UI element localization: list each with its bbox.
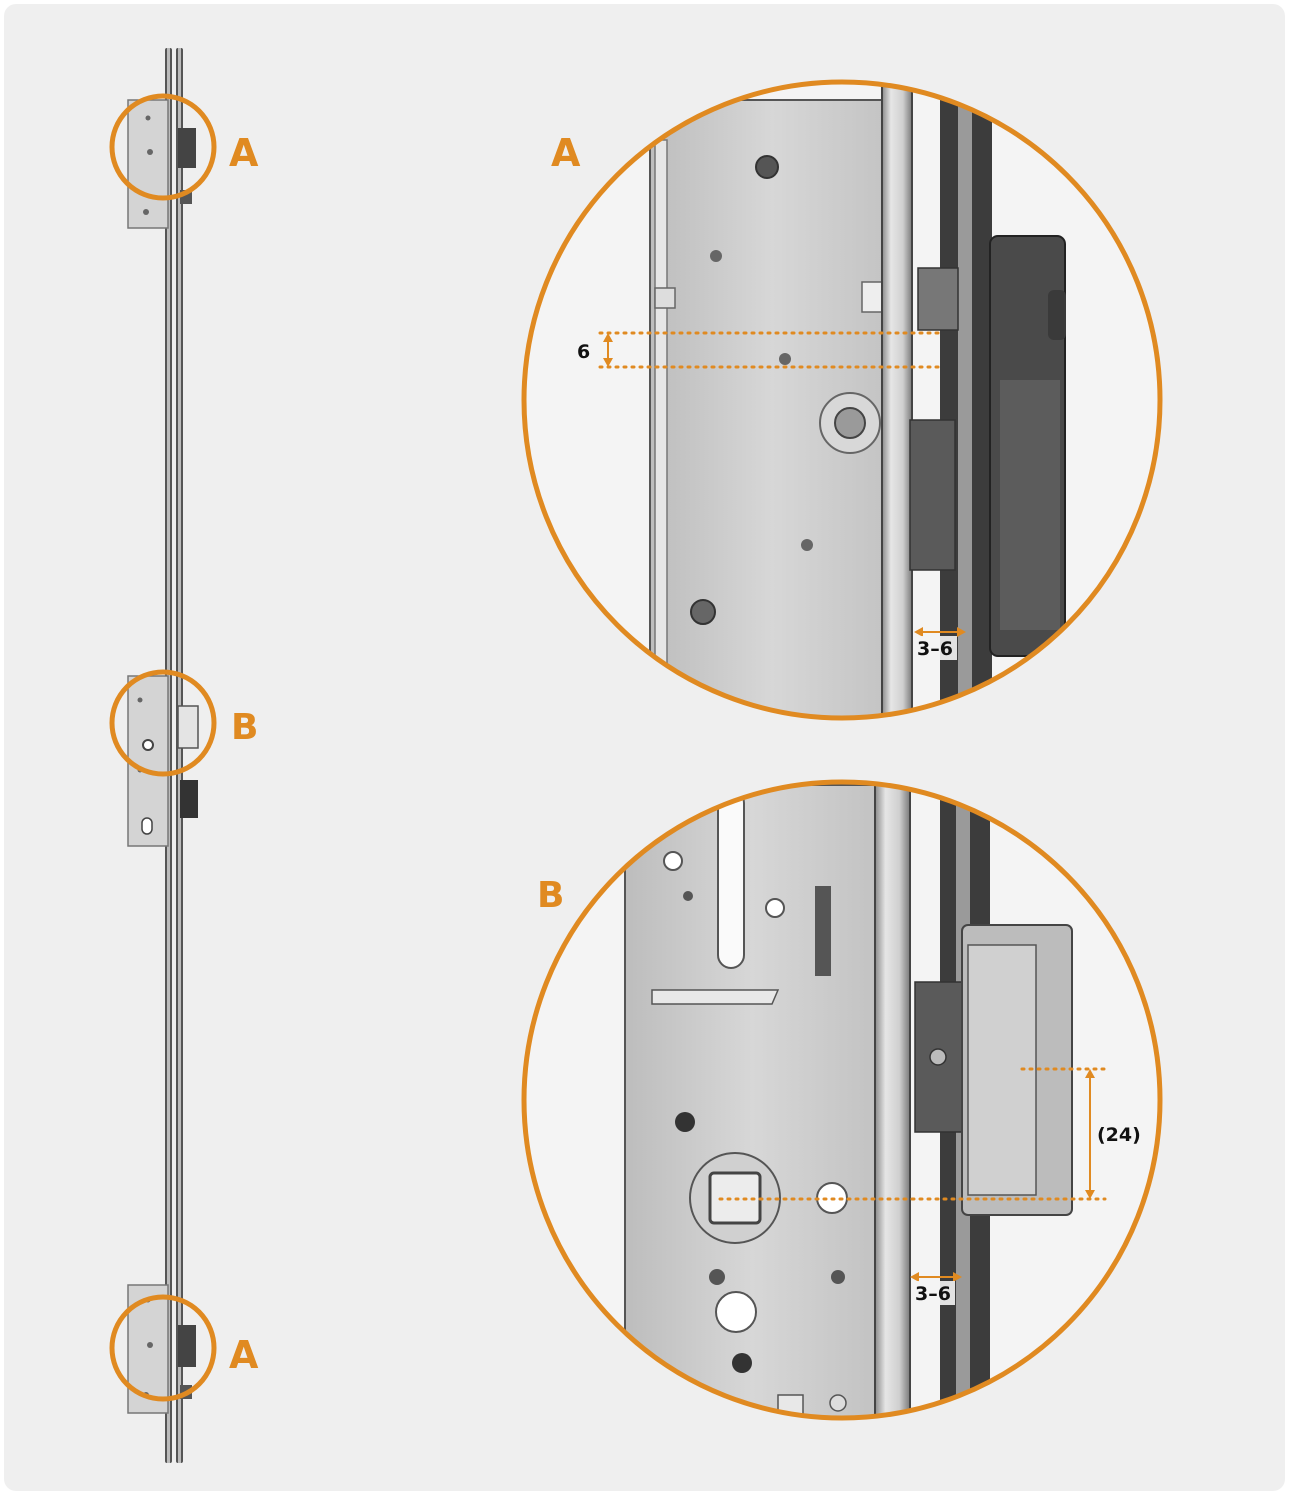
detail-circle-a xyxy=(521,79,1163,721)
highlight-circle-a-bottom xyxy=(109,1294,217,1402)
detail-b: B (24) 3–6 xyxy=(521,779,1163,1421)
label-a-bottom: A xyxy=(229,1333,259,1377)
detail-label-b: B xyxy=(537,875,564,916)
lock-overview: A B A xyxy=(109,48,259,1463)
label-b-mid: B xyxy=(231,707,258,748)
detail-a: A 6 3–6 xyxy=(521,79,1163,721)
forend-b xyxy=(874,782,911,1418)
case-plate-b xyxy=(624,784,881,1418)
detail-circle-b xyxy=(521,779,1163,1421)
highlight-circle-b xyxy=(109,669,217,777)
dimension-b-width: 3–6 xyxy=(915,1283,951,1305)
top-hook-case xyxy=(127,99,196,229)
highlight-circle-a-top xyxy=(109,93,217,201)
dimension-a-width: 3–6 xyxy=(917,638,953,660)
dimension-a-gap: 6 xyxy=(577,341,590,363)
dimension-b-height: (24) xyxy=(1097,1124,1141,1146)
forend-a xyxy=(881,82,913,718)
main-lock-case xyxy=(127,675,199,847)
label-a-top: A xyxy=(229,131,259,175)
detail-label-a: A xyxy=(551,131,581,175)
